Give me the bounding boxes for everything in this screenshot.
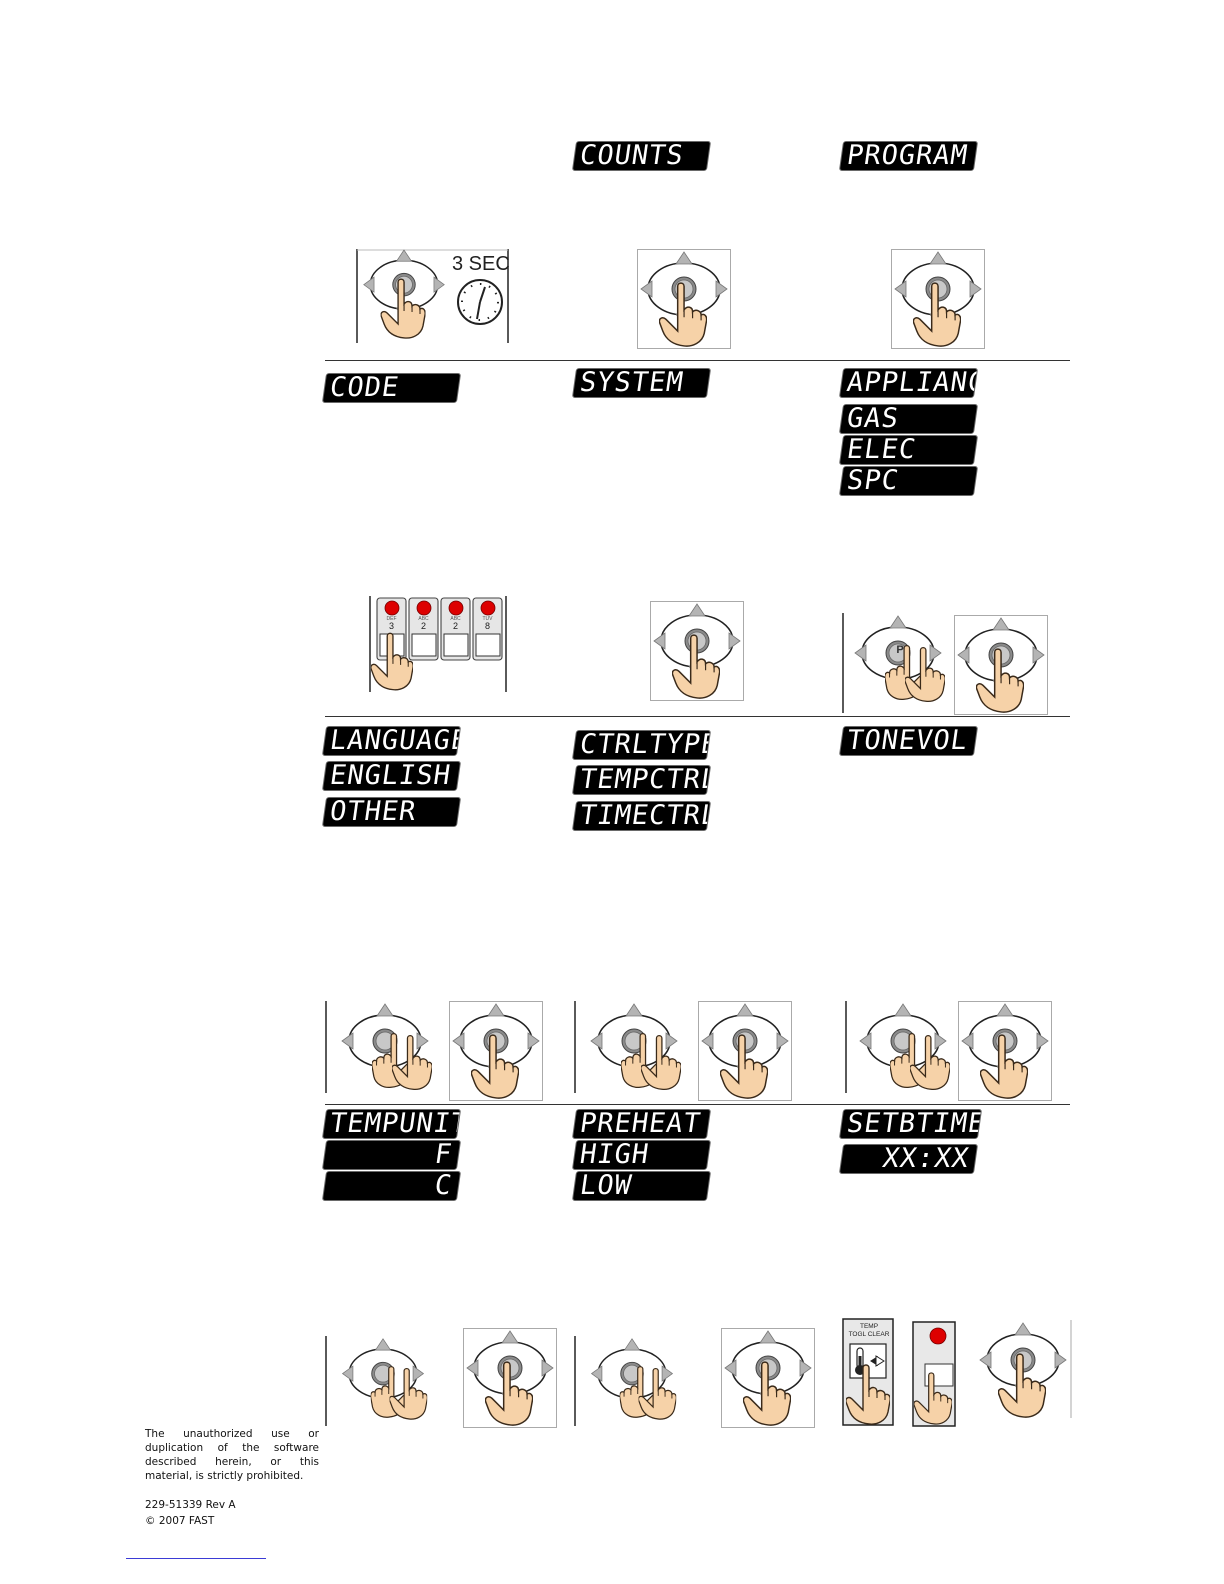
display-unit-f: F <box>323 1141 460 1169</box>
section-divider <box>325 360 1070 361</box>
temp-toggle-and-press-illustration: TEMP TOGL CLEAR <box>842 1318 1072 1428</box>
display-tempctrl: TEMPCTRL <box>573 766 710 794</box>
program-key-label: P <box>896 644 904 656</box>
display-system: SYSTEM <box>573 369 710 397</box>
keypad-code-entry-illustration: DEF 3 ABC 2 ABC 2 TUV 8 <box>369 596 507 692</box>
display-tonevol: TONEVOL <box>840 727 977 755</box>
display-spc: SPC <box>840 467 977 495</box>
navigate-and-press-illustration <box>325 1328 557 1428</box>
display-tempunit: TEMPUNIT <box>323 1110 460 1138</box>
section-divider <box>325 1104 1070 1105</box>
display-timectrl: TIMECTRL <box>573 802 710 830</box>
navigate-and-press-illustration <box>574 1328 816 1428</box>
display-other: OTHER <box>323 798 460 826</box>
display-english: ENGLISH <box>323 762 460 790</box>
press-program-key-illustration <box>650 601 744 701</box>
press-program-key-illustration <box>891 249 985 349</box>
display-high: HIGH <box>573 1141 710 1169</box>
navigate-and-press-illustration <box>845 1001 1053 1103</box>
navigate-and-press-illustration <box>574 1001 794 1103</box>
temp-toggle-panel-label: TEMP TOGL CLEAR <box>848 1323 890 1338</box>
display-program: PROGRAM <box>840 142 977 170</box>
display-gas: GAS <box>840 405 977 433</box>
display-time-value: XX:XX <box>840 1145 977 1173</box>
copyright-notice: The unauthorized use or duplication of t… <box>145 1428 319 1482</box>
document-number: 229-51339 Rev A <box>145 1499 236 1511</box>
section-divider <box>325 716 1070 717</box>
footer-link-underline <box>126 1558 266 1559</box>
display-language: LANGUAGE <box>323 727 460 755</box>
display-ctrltype: CTRLTYPE <box>573 731 710 759</box>
keypad-key-3[interactable]: ABC 2 <box>450 616 461 631</box>
display-unit-c: C <box>323 1172 460 1200</box>
keypad-key-4[interactable]: TUV 8 <box>482 616 493 631</box>
clock-icon <box>457 279 503 325</box>
keypad-key-2[interactable]: ABC 2 <box>418 616 429 631</box>
display-counts: COUNTS <box>573 142 710 170</box>
display-elec: ELEC <box>840 436 977 464</box>
display-applianc: APPLIANC <box>840 369 977 397</box>
display-setbtime: SETBTIME <box>840 1110 981 1138</box>
hold-duration-label: 3 SEC <box>452 253 510 275</box>
navigate-and-press-illustration <box>325 1001 545 1103</box>
press-program-key-illustration <box>637 249 731 349</box>
navigate-and-press-illustration: P <box>842 613 1048 715</box>
hold-program-key-illustration: 3 SEC <box>356 249 510 345</box>
display-preheat: PREHEAT <box>573 1110 710 1138</box>
copyright-line: © 2007 FAST <box>145 1515 215 1527</box>
display-low: LOW <box>573 1172 710 1200</box>
display-code: CODE <box>323 374 460 402</box>
keypad-key-1[interactable]: DEF 3 <box>386 616 397 631</box>
